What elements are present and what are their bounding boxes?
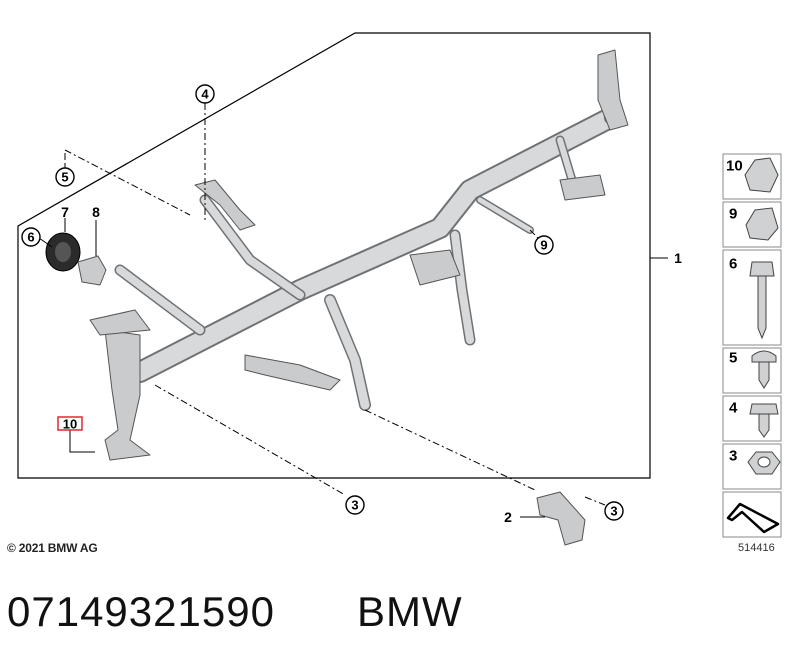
svg-text:3: 3 xyxy=(610,504,617,519)
right-lower-bracket xyxy=(559,174,606,201)
cross-car-beam xyxy=(114,54,621,411)
svg-text:6: 6 xyxy=(729,256,737,273)
hex-flange-screw-icon xyxy=(749,261,775,340)
clip-nut-icon xyxy=(744,157,779,193)
svg-text:4: 4 xyxy=(201,87,209,102)
legend-item-9: 9 xyxy=(722,201,782,248)
hardware-legend: 10 9 6 5 4 3 xyxy=(722,153,782,538)
parts-diagram: 4 5 6 7 8 9 10 1 3 2 3 10 9 xyxy=(17,32,782,546)
svg-text:3: 3 xyxy=(351,498,358,513)
label-7: 7 xyxy=(61,204,69,220)
clip-nut-icon xyxy=(745,207,779,241)
callout-4: 4 xyxy=(195,84,215,104)
right-end-bracket xyxy=(597,49,629,131)
label-2: 2 xyxy=(504,509,512,525)
pan-head-screw-icon xyxy=(751,350,777,389)
legend-item-6: 6 xyxy=(722,249,782,346)
callout-3-bottom: 3 xyxy=(345,495,365,515)
part-number: 07149321590 xyxy=(7,588,275,635)
callout-9: 9 xyxy=(534,235,554,255)
legend-item-arrow xyxy=(722,491,782,538)
steering-bracket xyxy=(194,179,256,231)
callout-6: 6 xyxy=(21,227,41,247)
svg-text:3: 3 xyxy=(729,448,737,465)
diagram-reference-number: 514416 xyxy=(738,542,775,554)
label-1: 1 xyxy=(674,250,682,266)
svg-text:10: 10 xyxy=(726,158,743,175)
callout-5: 5 xyxy=(55,167,75,187)
brand-name: BMW xyxy=(357,588,463,635)
left-knee-bracket xyxy=(89,309,151,336)
svg-text:9: 9 xyxy=(729,206,737,223)
assembly-frame xyxy=(17,32,651,479)
callout-3-right: 3 xyxy=(604,501,624,521)
legend-item-10: 10 xyxy=(722,153,782,200)
shape-reference-icon xyxy=(726,502,780,534)
callout-10-highlight: 10 xyxy=(57,416,83,432)
floor-bracket xyxy=(244,354,341,391)
label-8: 8 xyxy=(92,204,100,220)
svg-text:9: 9 xyxy=(540,238,547,253)
damper-hole xyxy=(55,242,71,262)
svg-text:5: 5 xyxy=(61,170,68,185)
copyright-text: © 2021 BMW AG xyxy=(7,541,98,555)
svg-text:10: 10 xyxy=(63,417,77,432)
hex-flange-bolt-icon xyxy=(749,403,779,438)
svg-text:4: 4 xyxy=(729,400,738,417)
center-bracket xyxy=(409,249,461,286)
holder-part-8 xyxy=(77,255,107,286)
legend-item-4: 4 xyxy=(722,395,782,442)
left-pillar-bracket xyxy=(104,329,151,461)
leader-lines xyxy=(38,103,668,518)
bracket-2 xyxy=(536,491,586,546)
legend-item-5: 5 xyxy=(722,347,782,394)
legend-item-3: 3 xyxy=(722,443,782,490)
svg-text:5: 5 xyxy=(729,350,737,367)
svg-text:6: 6 xyxy=(27,230,34,245)
